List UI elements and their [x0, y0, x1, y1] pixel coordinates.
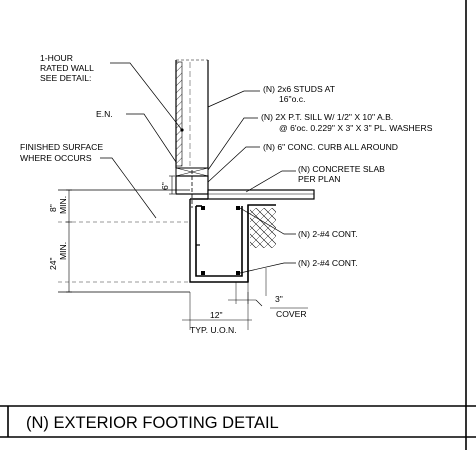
stud-wall [175, 59, 209, 168]
en-note: E.N. [96, 109, 113, 119]
concrete-slab [207, 189, 315, 200]
detail-title: (N) EXTERIOR FOOTING DETAIL [26, 414, 279, 432]
finished-grade [58, 189, 190, 293]
finished-surface-line-1: FINISHED SURFACE [20, 142, 103, 152]
curb-height-dimension: 6" [160, 182, 170, 190]
dimension-lines [58, 175, 267, 330]
rebar-bottom-note: (N) 2-#4 CONT. [298, 258, 358, 268]
slab-line-2: PER PLAN [298, 174, 341, 184]
footing-min-label: MIN. [58, 242, 68, 260]
rated-wall-line-2: RATED WALL [40, 63, 94, 73]
studs-line-1: (N) 2x6 STUDS AT [263, 84, 336, 94]
slab-line-1: (N) CONCRETE SLAB [298, 164, 385, 174]
sill-note: (N) 2X P.T. SILL W/ 1/2" X 10" A.B. @ 6'… [261, 112, 433, 133]
rebar-top-note: (N) 2-#4 CONT. [298, 229, 358, 239]
footing-min-dimension: 24" [48, 257, 58, 270]
rated-wall-line-1: 1-HOUR [40, 53, 73, 63]
depth-min-label: MIN. [58, 196, 68, 214]
studs-line-2: 16"o.c. [279, 94, 305, 104]
width-note: TYP. U.O.N. [190, 325, 237, 335]
sill-line-2: @ 6'oc. 0.229" X 3" X 3" PL. WASHERS [279, 123, 433, 133]
cover-label: COVER [276, 309, 307, 319]
concrete-curb [175, 170, 209, 208]
finished-surface-line-2: WHERE OCCURS [20, 153, 92, 163]
cover-dimension: 3" [275, 294, 283, 304]
finished-surface-note: FINISHED SURFACE WHERE OCCURS [20, 142, 103, 163]
curb-note: (N) 6" CONC. CURB ALL AROUND [263, 142, 398, 152]
width-dimension: 12" [210, 310, 223, 320]
depth-min-dimension: 8" [48, 204, 58, 212]
rated-wall-note: 1-HOUR RATED WALL SEE DETAIL: [40, 53, 94, 83]
leaders [100, 62, 296, 274]
footing [189, 198, 276, 283]
sill-line-1: (N) 2X P.T. SILL W/ 1/2" X 10" A.B. [261, 112, 393, 122]
studs-note: (N) 2x6 STUDS AT 16"o.c. [263, 84, 336, 104]
slab-note: (N) CONCRETE SLAB PER PLAN [298, 164, 385, 184]
rated-wall-line-3: SEE DETAIL: [40, 73, 91, 83]
